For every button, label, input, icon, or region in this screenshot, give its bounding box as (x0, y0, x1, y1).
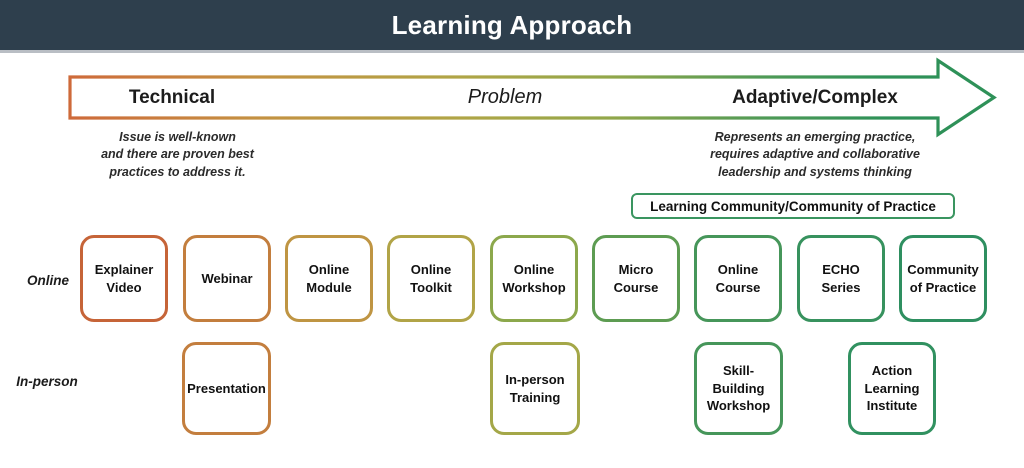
method-box-label: Micro Course (613, 261, 659, 295)
header-bar: Learning Approach (0, 0, 1024, 50)
method-box-community-of-practice: Community of Practice (899, 235, 987, 322)
method-box-label: Online Module (306, 261, 352, 295)
method-box-label: Online Toolkit (410, 261, 452, 295)
method-box-micro-course: Micro Course (592, 235, 680, 322)
page-title: Learning Approach (391, 9, 633, 40)
method-box-echo-series: ECHO Series (797, 235, 885, 322)
method-box-presentation: Presentation (182, 342, 271, 435)
method-box-online-course: Online Course (694, 235, 782, 322)
method-box-label: Action Learning Institute (864, 363, 920, 414)
row-label-in-person: In-person (16, 374, 78, 389)
axis-label-technical: Technical (128, 86, 216, 108)
method-box-online-toolkit: Online Toolkit (387, 235, 475, 322)
method-box-label: Community of Practice (907, 261, 979, 295)
method-box-online-workshop: Online Workshop (490, 235, 578, 322)
adaptive-description: Represents an emerging practice, require… (710, 130, 920, 179)
method-box-label: Presentation (187, 380, 266, 396)
method-box-label: Online Course (715, 261, 761, 295)
row-label-online: Online (26, 273, 69, 288)
method-box-label: Skill-Building Workshop (706, 363, 771, 414)
axis-label-adaptive-complex: Adaptive/Complex (732, 86, 898, 108)
method-box-label: In-person Training (505, 371, 565, 405)
method-box-label: Online Workshop (502, 261, 566, 295)
method-box-skill-building-workshop: Skill-Building Workshop (694, 342, 783, 435)
method-box-action-learning-institute: Action Learning Institute (848, 342, 936, 435)
learning-community-banner: Learning Community/Community of Practice (631, 193, 955, 219)
method-box-webinar: Webinar (183, 235, 271, 322)
method-box-in-person-training: In-person Training (490, 342, 580, 435)
learning-community-banner-label: Learning Community/Community of Practice (650, 198, 936, 214)
axis-label-problem: Problem (467, 86, 543, 108)
technical-description: Issue is well-known and there are proven… (101, 130, 254, 179)
method-box-label: Explainer Video (94, 261, 154, 295)
method-box-label: Webinar (201, 270, 253, 286)
method-box-label: ECHO Series (821, 261, 861, 295)
method-box-explainer-video: Explainer Video (80, 235, 168, 322)
method-box-online-module: Online Module (285, 235, 373, 322)
